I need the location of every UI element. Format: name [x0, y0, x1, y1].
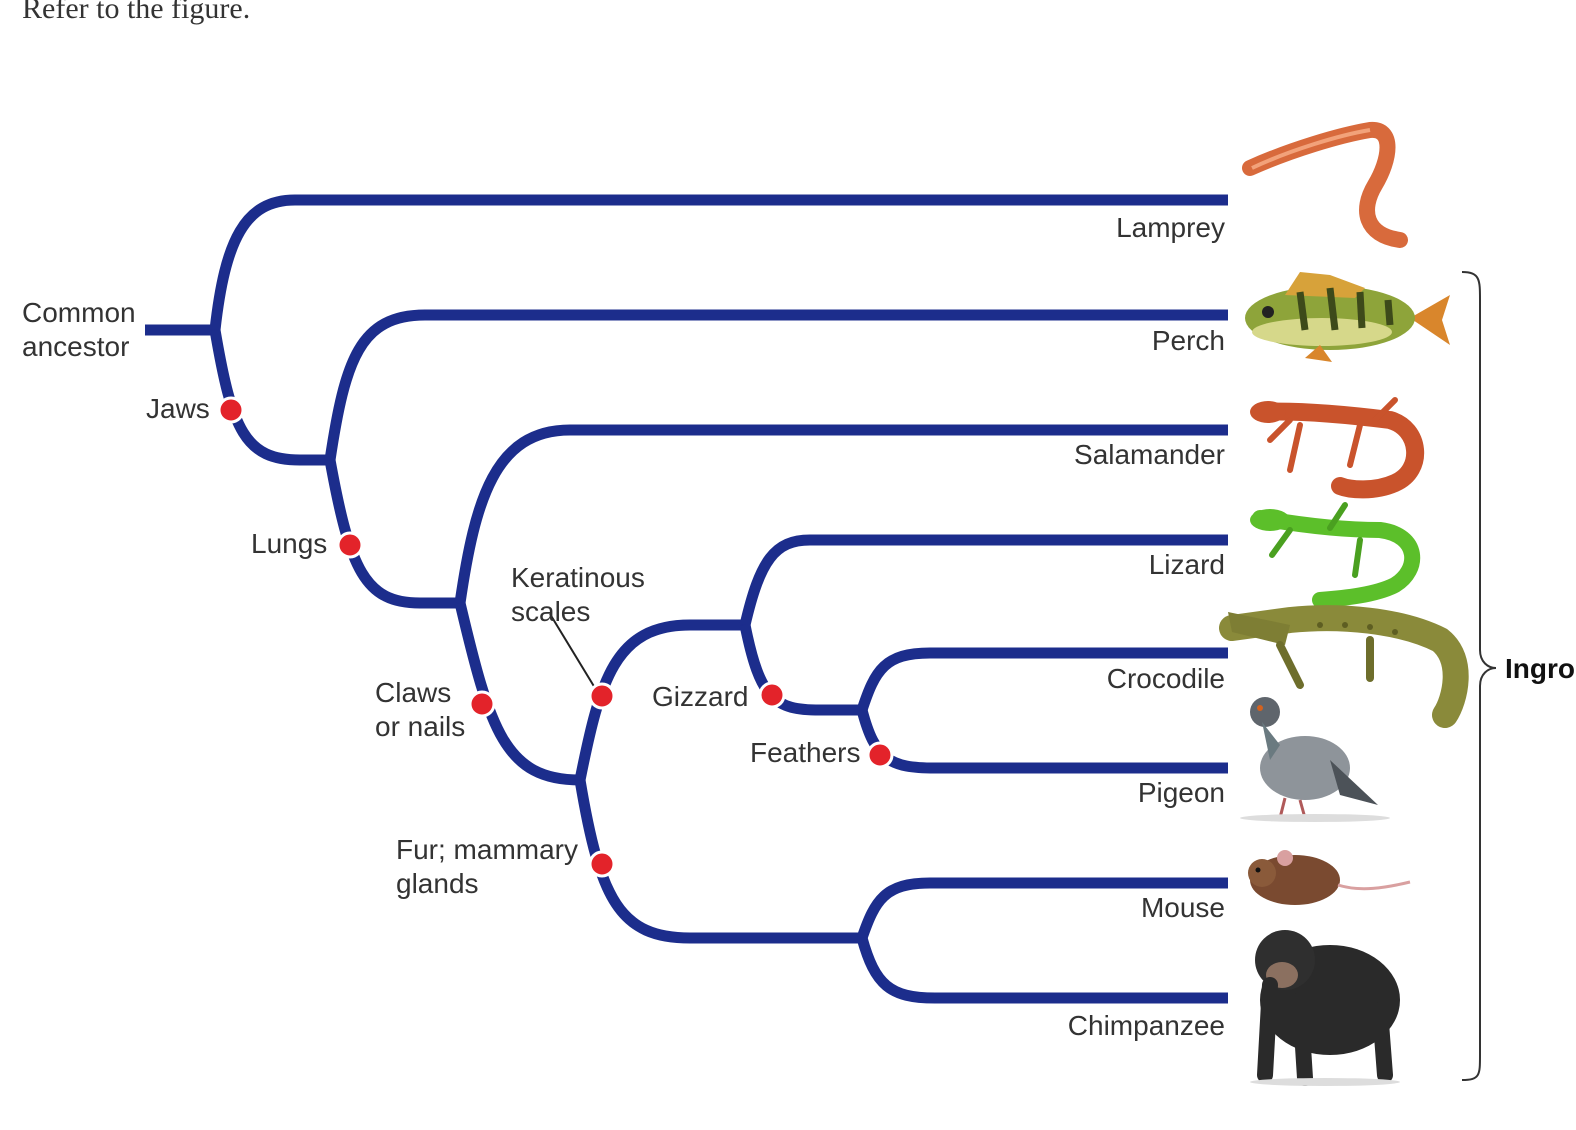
taxon-pigeon: Pigeon — [1138, 777, 1225, 808]
label-keratinous-line1: Keratinous — [511, 562, 645, 593]
pigeon-icon — [1240, 697, 1390, 822]
mouse-icon — [1248, 850, 1411, 905]
branch-perch — [324, 309, 1228, 461]
label-feathers: Feathers — [750, 737, 861, 768]
perch-icon — [1245, 272, 1450, 362]
branch-mouse — [856, 877, 1228, 940]
marker-gizzard — [758, 681, 786, 709]
salamander-icon — [1250, 397, 1425, 499]
lamprey-icon — [1242, 122, 1408, 248]
tree-branches — [145, 194, 1228, 1004]
taxon-lizard: Lizard — [1149, 549, 1225, 580]
branch-reptiles — [574, 619, 745, 782]
taxon-salamander: Salamander — [1074, 439, 1225, 470]
intro-text: Refer to the figure. — [22, 0, 250, 25]
branch-salamander — [454, 424, 1228, 604]
taxon-crocodile: Crocodile — [1107, 663, 1225, 694]
ingroup-label: Ingroup — [1505, 653, 1576, 684]
branch-lizard — [739, 534, 1228, 627]
taxon-lamprey: Lamprey — [1116, 212, 1225, 243]
label-claws-line2: or nails — [375, 711, 465, 742]
label-lungs: Lungs — [251, 528, 327, 559]
keratinous-pointer-line — [549, 613, 596, 689]
label-keratinous-line2: scales — [511, 596, 590, 627]
label-claws-line1: Claws — [375, 677, 451, 708]
marker-claws — [468, 690, 496, 718]
branch-lamprey — [209, 194, 1228, 331]
branch-mammals — [574, 779, 862, 944]
marker-lungs — [336, 531, 364, 559]
label-fur-line1: Fur; mammary — [396, 834, 578, 865]
taxon-chimpanzee: Chimpanzee — [1068, 1010, 1225, 1041]
root-label-line2: ancestor — [22, 331, 129, 362]
branch-amniotes — [454, 601, 581, 786]
branch-crocodile — [856, 647, 1228, 712]
chimpanzee-icon — [1250, 930, 1400, 1086]
marker-keratinous-scales — [588, 682, 616, 710]
taxon-perch: Perch — [1152, 325, 1225, 356]
lizard-icon — [1250, 502, 1421, 608]
branch-jawed — [209, 329, 330, 466]
ingroup-bracket — [1461, 271, 1497, 1081]
label-fur-line2: glands — [396, 868, 479, 899]
label-jaws: Jaws — [146, 393, 210, 424]
branch-pigeon — [856, 708, 1228, 774]
branch-lunged — [324, 459, 460, 609]
root-label-line1: Common — [22, 297, 136, 328]
taxon-mouse: Mouse — [1141, 892, 1225, 923]
marker-feathers — [866, 741, 894, 769]
marker-jaws — [217, 396, 245, 424]
branch-chimpanzee — [856, 936, 1228, 1004]
marker-fur — [588, 850, 616, 878]
label-gizzard: Gizzard — [652, 681, 748, 712]
crocodile-icon — [1219, 605, 1469, 728]
character-markers — [217, 396, 894, 878]
